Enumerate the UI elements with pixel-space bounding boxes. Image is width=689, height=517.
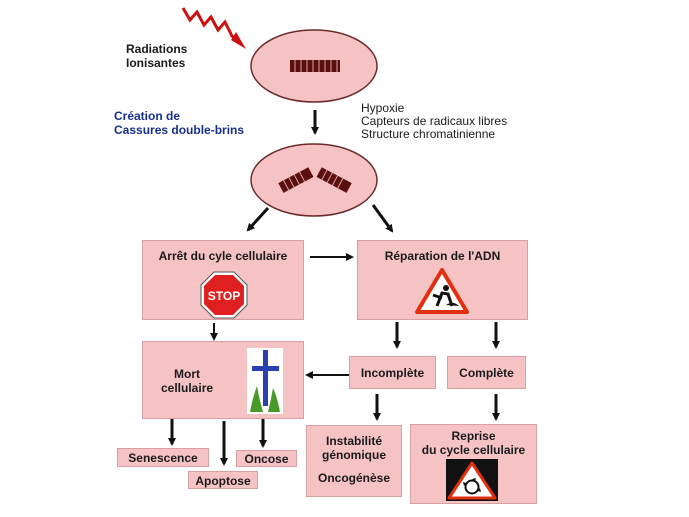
- reprise-box: Reprise du cycle cellulaire: [410, 424, 537, 504]
- instabilite-title: Instabilité génomique: [307, 434, 401, 462]
- arret-box: Arrêt du cyle cellulaire STOP: [142, 240, 304, 320]
- mort-title: Mort cellulaire: [161, 367, 213, 395]
- oncogenese-label: Oncogénèse: [317, 471, 391, 485]
- radiation-label-line2: Ionisantes: [126, 56, 186, 70]
- factor-hypoxie: Hypoxie: [361, 101, 405, 115]
- cell-intact-dna: [250, 29, 378, 103]
- creation-label-line2: Cassures double-brins: [114, 123, 245, 137]
- stop-sign-text: STOP: [208, 289, 240, 303]
- reprise-title: Reprise du cycle cellulaire: [411, 429, 536, 457]
- reparation-title: Réparation de l'ADN: [384, 249, 501, 263]
- arret-title: Arrêt du cyle cellulaire: [158, 249, 288, 263]
- instabilite-title-line2: génomique: [321, 448, 386, 462]
- instabilite-title-line1: Instabilité: [325, 434, 382, 448]
- arrow-cell2-to-reparation: [371, 204, 394, 233]
- factor-structure: Structure chromatinienne: [361, 127, 496, 141]
- creation-label: Création de Cassures double-brins: [114, 109, 244, 137]
- factor-capteurs: Capteurs de radicaux libres: [361, 114, 508, 128]
- radiation-zigzag: [181, 7, 242, 46]
- stop-sign-icon: STOP: [200, 271, 248, 319]
- apoptose-box: Apoptose: [188, 471, 258, 489]
- mort-title-line2: cellulaire: [161, 381, 214, 395]
- radiation-arrowhead: [231, 32, 246, 49]
- instabilite-box: Instabilité génomique Oncogénèse: [306, 425, 402, 497]
- reprise-title-line1: Reprise: [451, 429, 496, 443]
- creation-label-line1: Création de: [114, 109, 181, 123]
- arrow-cell2-to-arret: [246, 206, 270, 232]
- reprise-title-line2: du cycle cellulaire: [421, 443, 526, 457]
- complete-box: Complète: [447, 356, 526, 389]
- oncose-box: Oncose: [236, 450, 297, 467]
- senescence-box: Senescence: [117, 448, 209, 467]
- radiation-label-line1: Radiations: [126, 42, 188, 56]
- roundabout-sign-icon: [446, 459, 498, 501]
- cross-icon: [247, 348, 283, 414]
- factors-list: Hypoxie Capteurs de radicaux libres Stru…: [361, 102, 507, 141]
- cell-broken-dna: [250, 143, 378, 217]
- mort-box: Mort cellulaire: [142, 341, 304, 419]
- reparation-box: Réparation de l'ADN: [357, 240, 528, 320]
- incomplete-box: Incomplète: [349, 356, 436, 389]
- radiation-label: Radiations Ionisantes: [126, 42, 187, 70]
- mort-title-line1: Mort: [174, 367, 201, 381]
- road-works-sign-icon: [415, 268, 469, 314]
